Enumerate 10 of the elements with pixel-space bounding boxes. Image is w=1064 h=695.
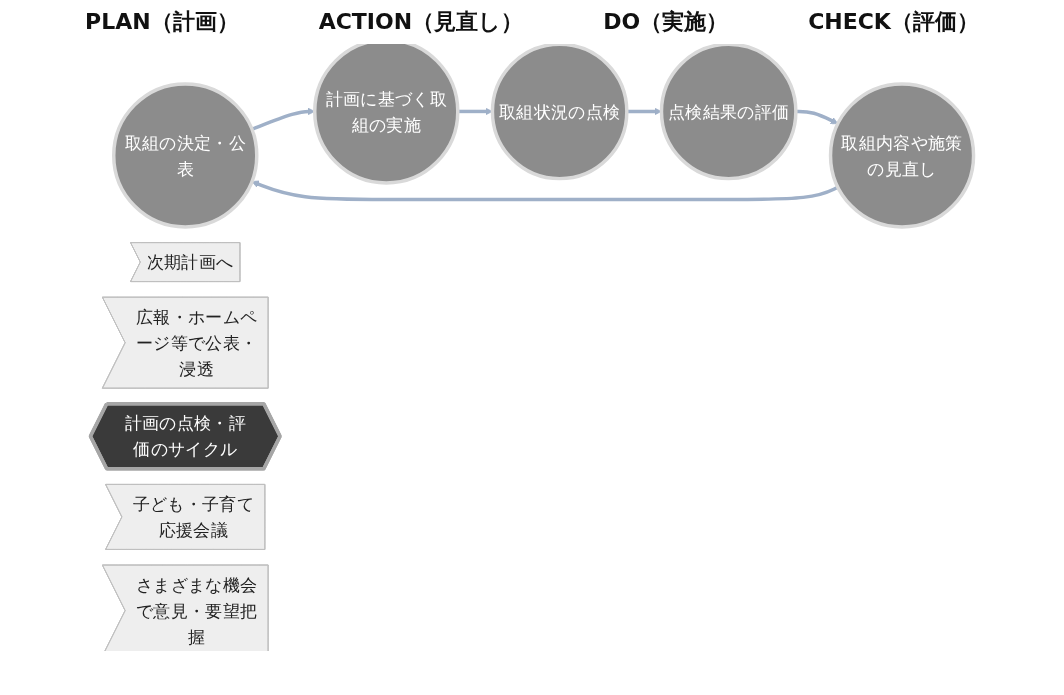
node-circle: 取組状況の点検 xyxy=(490,44,629,180)
node-circle: 計画に基づく取組の実施 xyxy=(313,44,460,185)
node-circle: 取組の決定・公表 xyxy=(112,81,259,229)
phase-label: CHECK（評価） xyxy=(808,8,979,36)
arrow xyxy=(251,180,839,201)
phase-label: ACTION（見直し） xyxy=(318,8,524,36)
phase-label: PLAN（計画） xyxy=(85,8,239,36)
node-circle: 取組内容や施策の見直し xyxy=(828,81,976,229)
phase-label: DO（実施） xyxy=(603,8,729,36)
node-circle: 点検結果の評価 xyxy=(659,44,798,180)
